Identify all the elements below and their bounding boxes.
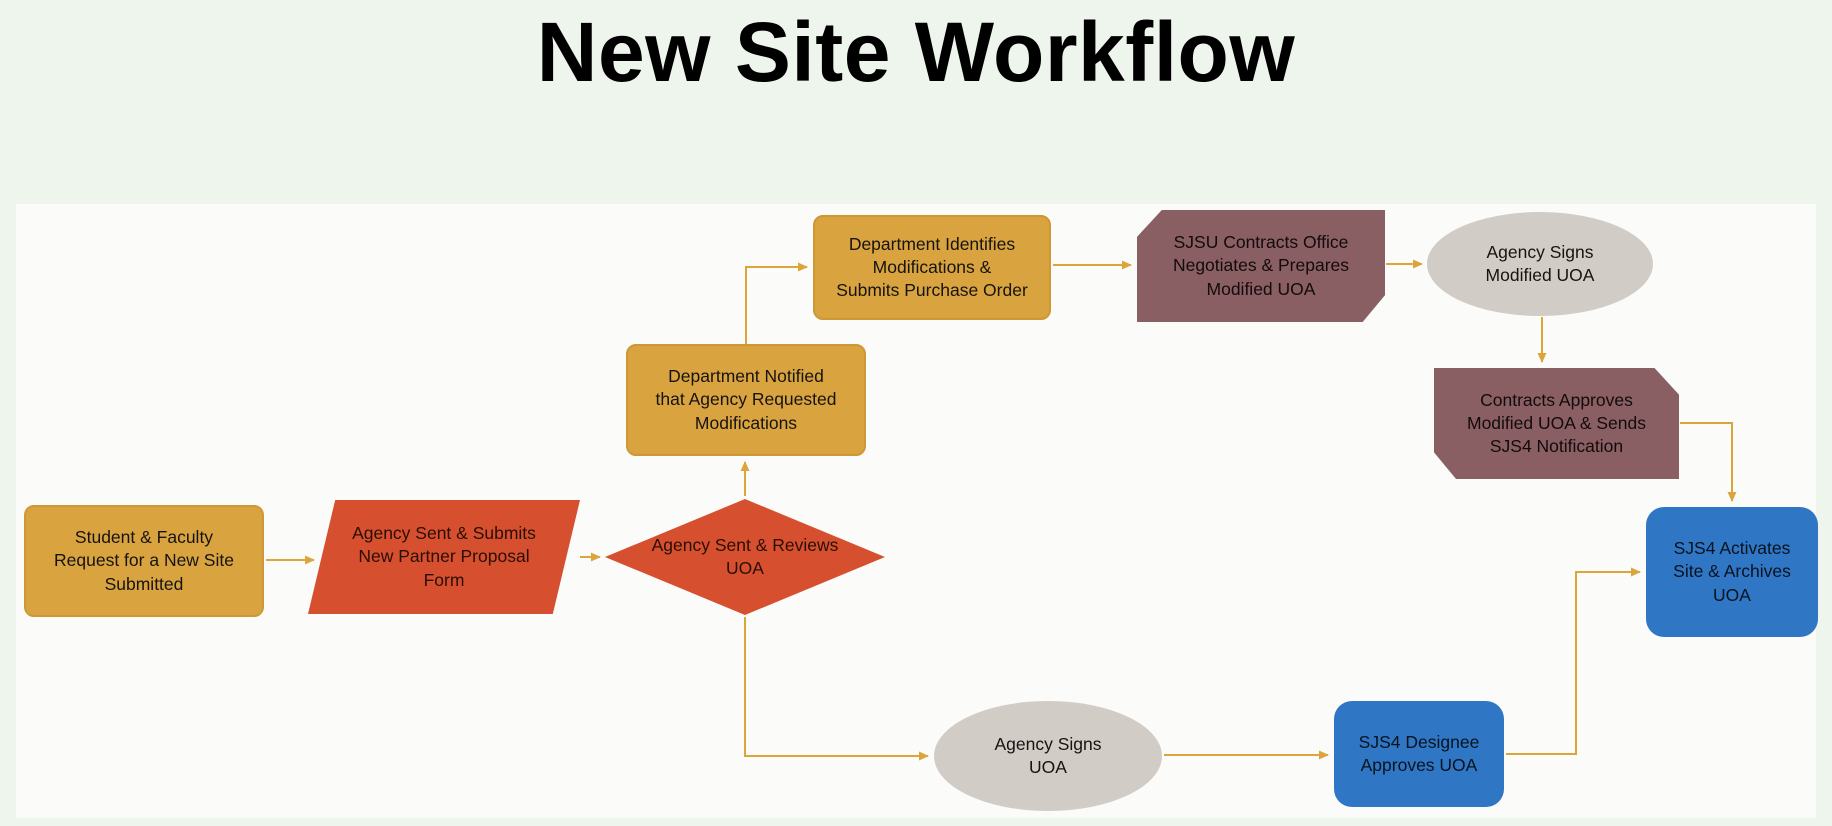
node-department-identifies-modifications: Department Identifies Modifications & Su… <box>813 215 1051 320</box>
arrow-designee-to-activates <box>1506 567 1641 755</box>
node-contracts-approves-modified-uoa: Contracts Approves Modified UOA & Sends … <box>1434 368 1679 479</box>
arrow-approves-to-activates <box>1680 422 1737 502</box>
node-agency-reviews-uoa-decision: Agency Sent & Reviews UOA <box>605 499 885 615</box>
arrow-review-to-signs-uoa <box>744 617 929 761</box>
node-sjs4-activates-site: SJS4 Activates Site & Archives UOA <box>1646 507 1818 637</box>
arrow-notified-to-identify <box>745 262 808 344</box>
node-new-partner-proposal-form: Agency Sent & Submits New Partner Propos… <box>308 500 580 614</box>
node-department-notified-modifications: Department Notified that Agency Requeste… <box>626 344 866 456</box>
diagram-canvas: Student & Faculty Request for a New Site… <box>16 204 1818 818</box>
node-student-faculty-request: Student & Faculty Request for a New Site… <box>24 505 264 617</box>
page-title: New Site Workflow <box>536 5 1296 99</box>
node-sjs4-designee-approves: SJS4 Designee Approves UOA <box>1334 701 1504 807</box>
node-sjsu-contracts-office: SJSU Contracts Office Negotiates & Prepa… <box>1137 210 1385 322</box>
node-agency-signs-uoa: Agency Signs UOA <box>934 701 1162 811</box>
node-agency-signs-modified-uoa: Agency Signs Modified UOA <box>1427 212 1653 316</box>
